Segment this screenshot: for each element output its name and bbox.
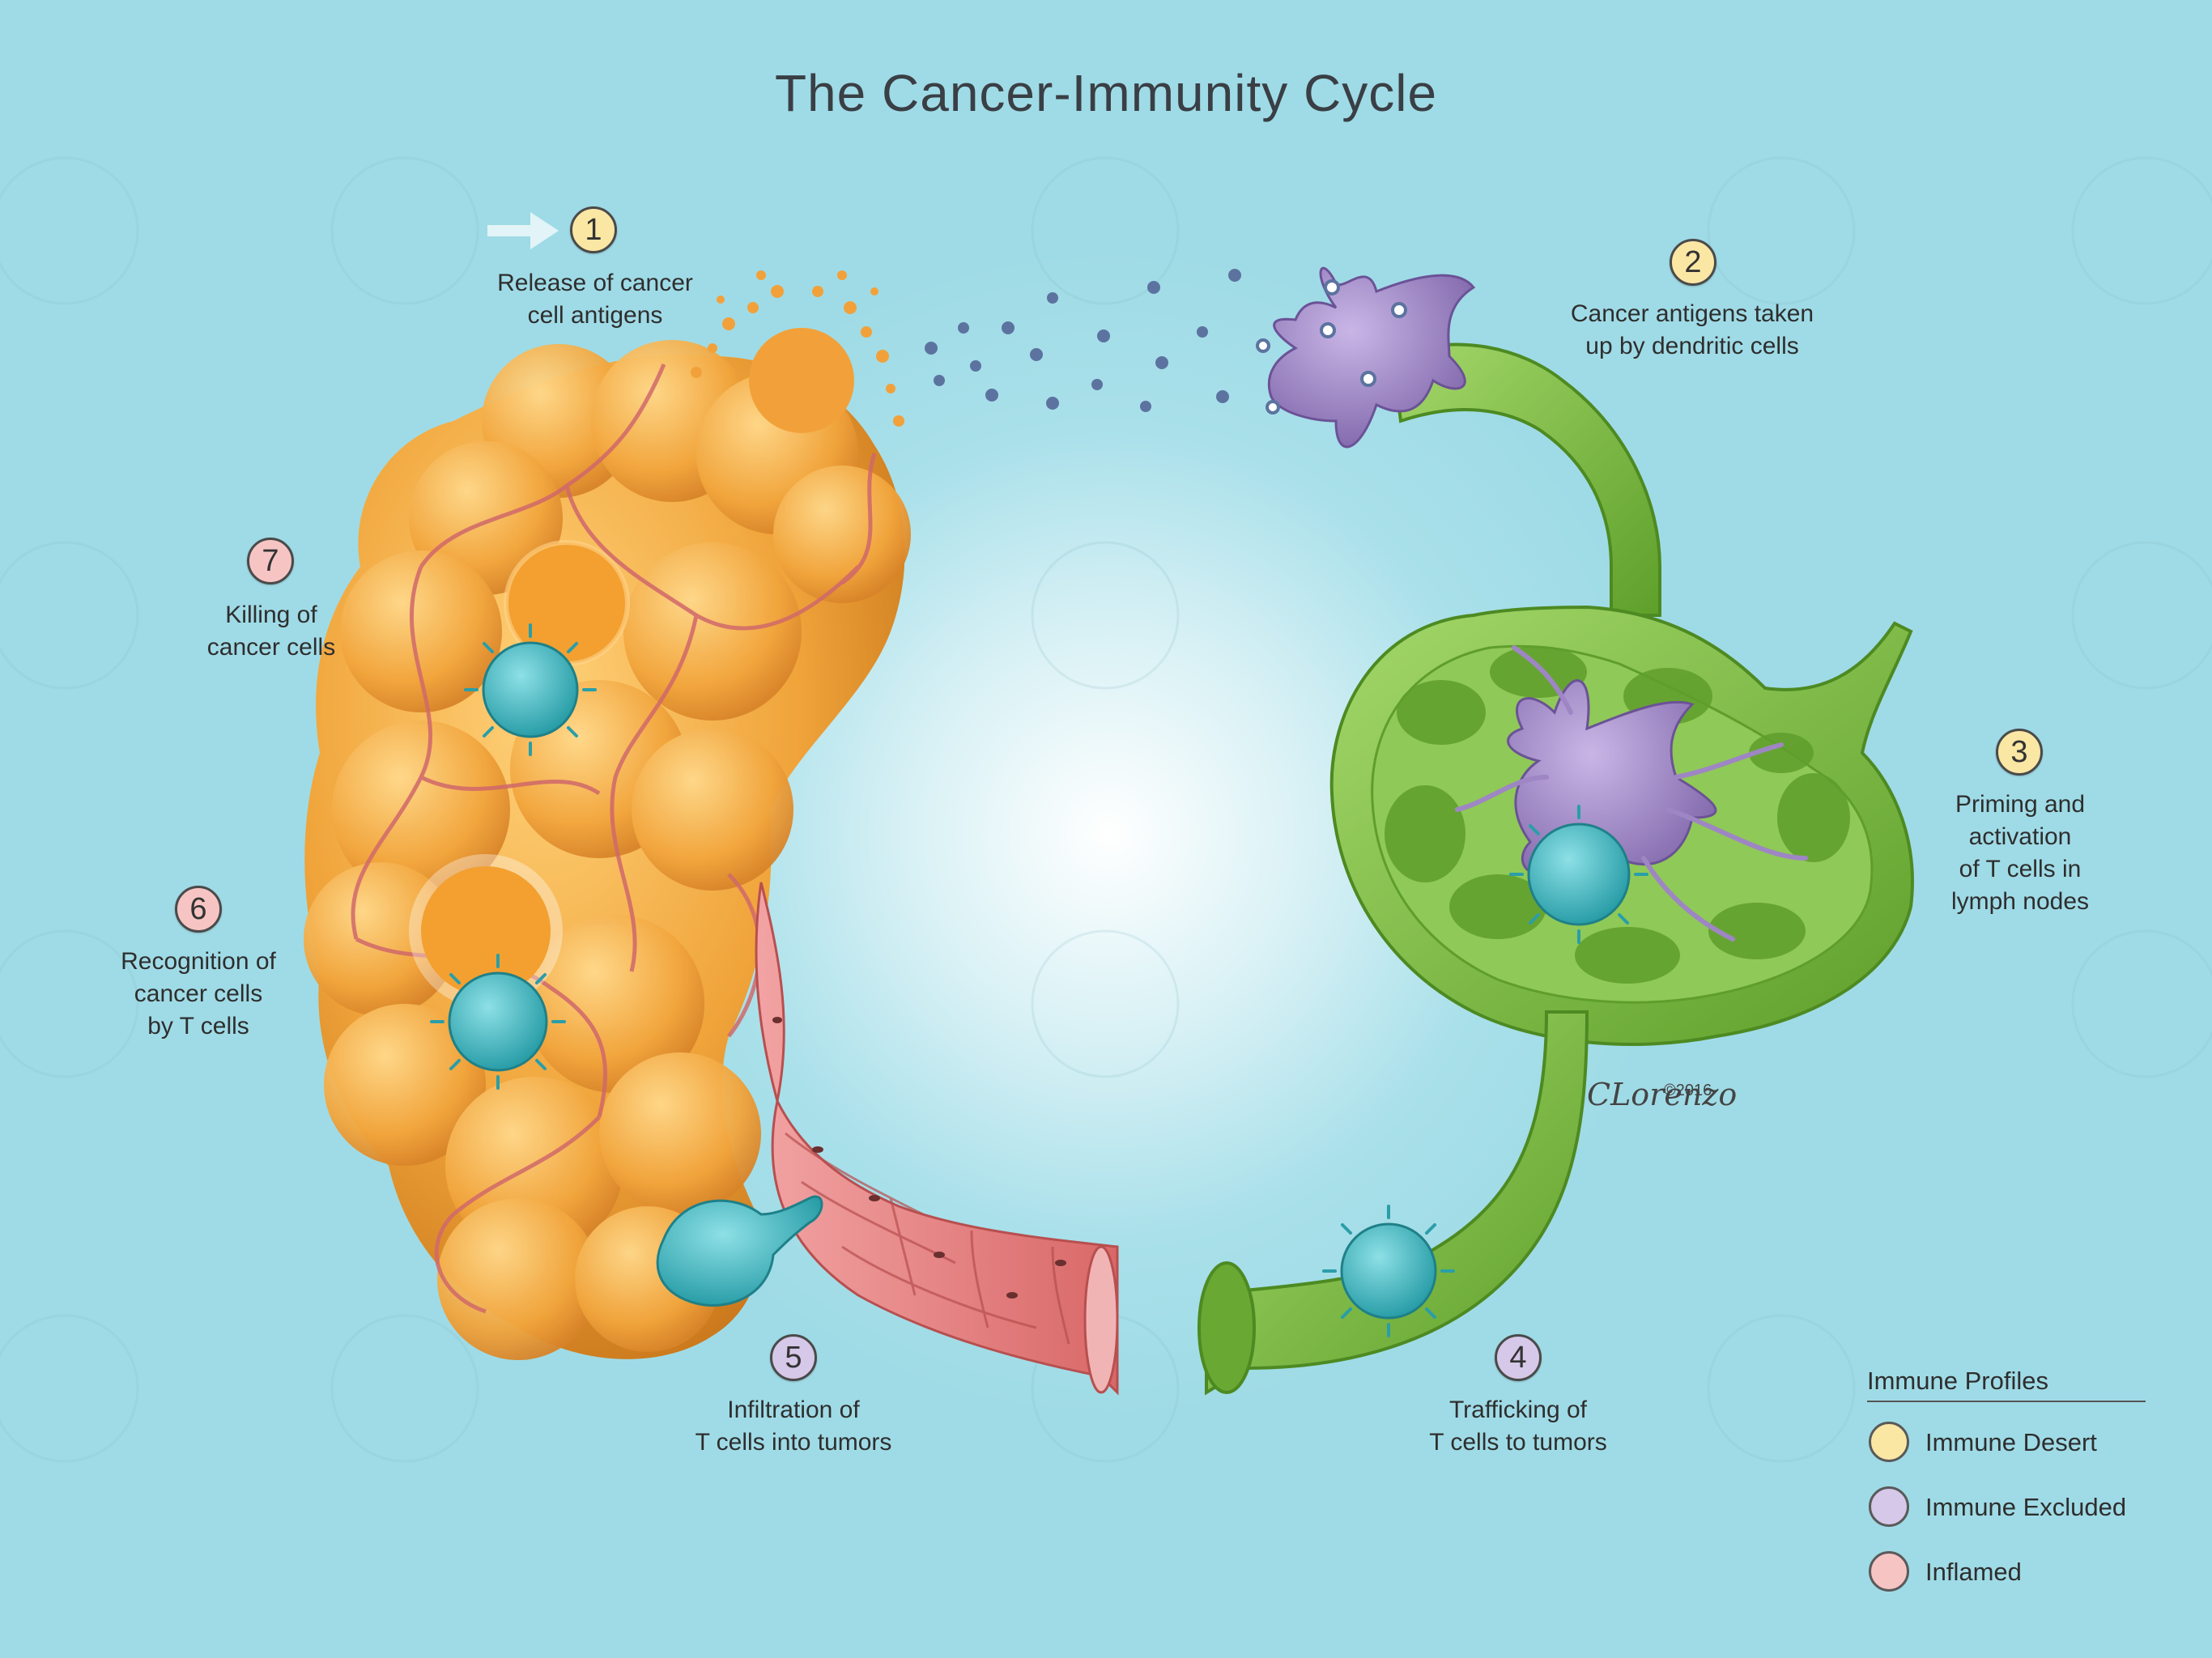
legend: Immune Profiles Immune Desert Immune Exc…: [1867, 1367, 2146, 1596]
step-5-number: 5: [785, 1341, 802, 1375]
t-cells: [448, 641, 1631, 1320]
tumor-mass: [304, 340, 911, 1360]
legend-swatch-inflamed: [1869, 1551, 1909, 1592]
step-2-number: 2: [1684, 245, 1702, 279]
blood-vessel: [755, 882, 1119, 1396]
step-1-badge: 1: [570, 206, 617, 253]
step-3-badge: 3: [1996, 729, 2043, 776]
start-arrow-icon: [487, 212, 559, 249]
tcell-spikes-killing: [464, 623, 597, 756]
legend-item-inflamed: Inflamed: [1867, 1548, 2146, 1596]
step-3-label: Priming and activation of T cells in lym…: [1950, 791, 2090, 915]
t-cell-killing: [482, 641, 579, 738]
watermark-pattern: [0, 156, 2212, 1463]
legend-swatch-immune-desert: [1869, 1422, 1909, 1462]
step-7-number: 7: [262, 544, 279, 578]
step-1-number: 1: [585, 213, 602, 247]
step-3-number: 3: [2010, 735, 2028, 769]
legend-swatch-immune-excluded: [1869, 1486, 1909, 1527]
step-2-badge: 2: [1670, 239, 1716, 286]
t-cell-infiltration: [656, 1195, 823, 1307]
tcell-spikes-recognition: [430, 954, 566, 1090]
step-5-label: Infiltration of T cells into tumors: [695, 1397, 892, 1456]
legend-label-immune-excluded: Immune Excluded: [1925, 1493, 2127, 1521]
step-5-badge: 5: [770, 1334, 817, 1381]
step-4-number: 4: [1509, 1341, 1527, 1375]
antigen-particles: [925, 269, 1241, 412]
t-cell-priming: [1527, 823, 1631, 926]
legend-label-immune-desert: Immune Desert: [1925, 1428, 2097, 1456]
step-1-label: Release of cancer cell antigens: [497, 270, 693, 329]
legend-title: Immune Profiles: [1867, 1367, 2146, 1402]
t-cell-trafficking: [1340, 1222, 1437, 1320]
page-title: The Cancer-Immunity Cycle: [774, 64, 1438, 122]
legend-label-inflamed: Inflamed: [1925, 1558, 2022, 1586]
artist-signature: CLorenzo: [1587, 1077, 1738, 1112]
step-6-number: 6: [189, 892, 207, 926]
step-4-label: Trafficking of T cells to tumors: [1429, 1397, 1607, 1456]
step-7-badge: 7: [247, 538, 294, 585]
antigen-release-burst: [691, 270, 904, 433]
legend-item-immune-excluded: Immune Excluded: [1867, 1483, 2146, 1532]
dendritic-cell-antigen-uptake: [1256, 266, 1476, 449]
step-6-label: Recognition of cancer cells by T cells: [121, 948, 276, 1039]
step-4-badge: 4: [1495, 1334, 1542, 1381]
legend-item-immune-desert: Immune Desert: [1867, 1418, 2146, 1467]
tcell-spikes-trafficking: [1322, 1205, 1455, 1337]
step-6-badge: 6: [175, 886, 222, 933]
tcell-spikes-priming: [1509, 805, 1648, 944]
step-2-label: Cancer antigens taken up by dendritic ce…: [1570, 300, 1814, 359]
t-cell-recognition: [448, 971, 548, 1072]
signature-year: ©2016: [1664, 1082, 1712, 1099]
step-7-label: Killing of cancer cells: [206, 602, 336, 661]
